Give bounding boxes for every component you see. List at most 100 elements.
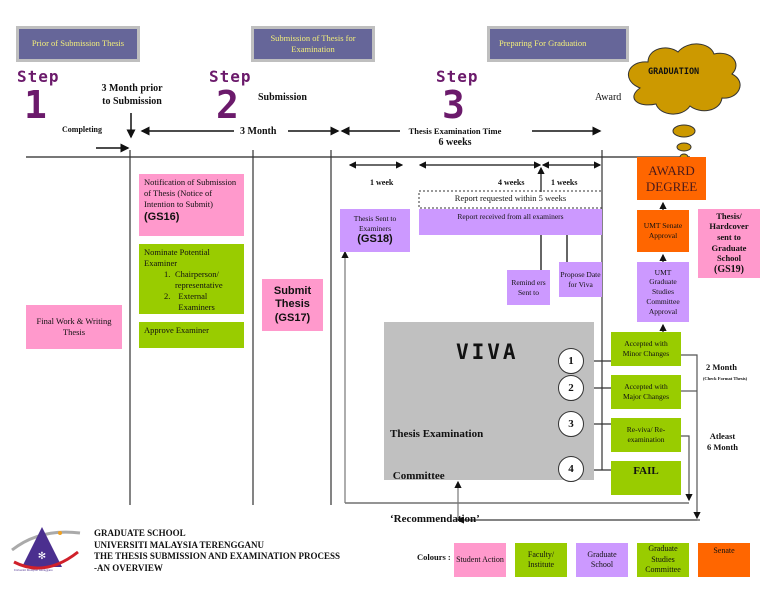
form-code-gs16: (GS16) (144, 211, 180, 224)
phase-label: Prior of Submission Thesis (31, 38, 125, 49)
propose-date-text: Propose Date for Viva (560, 269, 601, 289)
final-work-text: Final Work & Writing Thesis (36, 315, 112, 337)
outcome-label: Accepted with Major Changes (622, 382, 670, 401)
footer-line2: UNIVERSITI MALAYSIA TERENGGANU (94, 539, 265, 550)
viva-title: VIVA (456, 340, 519, 364)
atleast-label: Atleast 6 Month (707, 431, 738, 452)
outcome-re-viva: Re-viva/ Re-examination (611, 418, 681, 452)
one-weeks-label: 1 weeks (551, 178, 578, 187)
legend-student-action: Student Action (454, 543, 506, 577)
step-1-number: 1 (24, 83, 47, 127)
outcome-label: Accepted with Minor Changes (622, 339, 670, 358)
award-degree-line2: DEGREE (645, 178, 698, 194)
form-code-gs19: (GS19) (714, 263, 744, 275)
report-received-box: Report received from all examiners (419, 209, 602, 235)
step-3-label: Step (436, 67, 479, 86)
nominate-item-text: Chairperson/ representative (174, 269, 223, 291)
phase-prior-submission: Prior of Submission Thesis (16, 26, 140, 62)
outcome-minor-changes: Accepted with Minor Changes (611, 332, 681, 366)
reminders-box: Remind ers Sent to (507, 270, 550, 305)
legend-label: Graduate School (587, 549, 617, 569)
footer-line3: THE THESIS SUBMISSION AND EXAMINATION PR… (94, 551, 340, 562)
logo-caption: Universiti Malaysia Terengganu (14, 568, 53, 572)
outcome-major-changes: Accepted with Major Changes (611, 375, 681, 409)
phase-preparing-graduation: Preparing For Graduation (487, 26, 629, 62)
four-weeks-label: 4 weeks (498, 178, 525, 187)
outcome-label: FAIL (633, 465, 659, 477)
viva-subtitle-line1: Thesis Examination (390, 427, 484, 440)
legend-gsc: Graduate Studies Committee (637, 543, 689, 577)
one-week-label: 1 week (370, 178, 394, 187)
senate-approval-text: UMT Senate Approval (643, 221, 683, 240)
reminders-text: Remind ers Sent to (511, 277, 546, 297)
exam-time-line1: Thesis Examination Time (408, 126, 502, 136)
step-2-label: Step (209, 67, 252, 86)
umt-logo: ✻ (11, 527, 81, 570)
report-received-text: Report received from all examiners (457, 212, 564, 221)
footer-line4: -AN OVERVIEW (94, 563, 163, 574)
form-code-gs18: (GS18) (357, 233, 393, 245)
legend-senate: Senate (698, 543, 750, 577)
footer-title: GRADUATE SCHOOL UNIVERSITI MALAYSIA TERE… (94, 528, 340, 575)
step-1-label: Step (17, 67, 60, 86)
prior-label-line1: 3 Month prior (101, 83, 163, 94)
thesis-sent-box: Thesis Sent to Examiners (GS18) (340, 209, 410, 252)
prior-label: 3 Month prior to Submission (92, 83, 172, 108)
approve-examiner-text: Approve Examiner (144, 325, 209, 335)
legend-label: Student Action (456, 554, 504, 564)
phase-submission-exam: Submission of Thesis for Examination (251, 26, 375, 62)
graduation-cloud (627, 43, 741, 161)
legend-title: Colours : (417, 552, 451, 562)
notification-text: Notification of Submission of Thesis (No… (144, 177, 237, 210)
viva-subtitle-line2: Committee (390, 470, 445, 483)
legend-label: Faculty/ Institute (527, 549, 555, 569)
submit-thesis-line2: Thesis (275, 298, 310, 311)
gsc-approval-text: UMT Graduate Studies Committee Approval (646, 267, 680, 316)
phase-label: Submission of Thesis for Examination (270, 32, 356, 54)
svg-text:✻: ✻ (38, 551, 46, 562)
three-month-label: 3 Month (240, 126, 277, 137)
step-2-number: 2 (216, 83, 239, 127)
outcome-number-3: 3 (558, 411, 584, 437)
nominate-examiner-box: Nominate Potential Examiner 1.Chairperso… (139, 244, 244, 314)
viva-box: VIVA Thesis Examination Committee ‘Recom… (384, 322, 594, 525)
final-work-box: Final Work & Writing Thesis (26, 305, 122, 349)
nominate-title: Nominate Potential Examiner (144, 247, 210, 269)
thesis-sent-text: Thesis Sent to Examiners (353, 214, 397, 233)
outcome-number-4: 4 (558, 456, 584, 482)
gsc-approval-box: UMT Graduate Studies Committee Approval (637, 262, 689, 322)
viva-subtitle: Thesis Examination Committee ‘Recommenda… (390, 398, 483, 555)
hardcover-box: Thesis/ Hardcover sent to Graduate Schoo… (698, 209, 760, 278)
approve-examiner-box: Approve Examiner (139, 322, 244, 348)
nominate-item-1: 1.Chairperson/ representative (144, 269, 239, 291)
exam-time-line2: 6 weeks (438, 136, 472, 148)
report-requested-text: Report requested within 5 weeks (454, 193, 567, 203)
completing-label: Completing (62, 125, 102, 134)
atleast-line2: 6 Month (707, 441, 738, 452)
propose-date-box: Propose Date for Viva (559, 262, 602, 297)
atleast-line1: Atleast (709, 431, 736, 441)
senate-approval-box: UMT Senate Approval (637, 210, 689, 252)
footer-line1: GRADUATE SCHOOL (94, 528, 186, 538)
award-label: Award (595, 92, 622, 103)
award-degree-line1: AWARD (648, 162, 695, 178)
outcome-number-2: 2 (558, 375, 584, 401)
form-code-gs17: (GS17) (274, 311, 311, 324)
award-degree-box: AWARD DEGREE (637, 157, 706, 200)
viva-subtitle-line3: ‘Recommendation’ (390, 513, 480, 526)
submission-label: Submission (258, 92, 307, 103)
legend-faculty: Faculty/ Institute (515, 543, 567, 577)
legend-label: Graduate Studies Committee (645, 544, 681, 575)
check-format-note: (Check Format Thesis) (702, 376, 748, 381)
outcome-number-1: 1 (558, 348, 584, 374)
outcome-fail: FAIL (611, 461, 681, 495)
graduation-text: GRADUATION (648, 67, 700, 77)
notification-box: Notification of Submission of Thesis (No… (139, 174, 244, 236)
outcome-label: Re-viva/ Re-examination (626, 425, 666, 444)
prior-label-line2: to Submission (102, 95, 162, 107)
nominate-item-text: External Examiners (178, 291, 215, 313)
submit-thesis-box: Submit Thesis (GS17) (262, 279, 323, 331)
nominate-item-2: 2.External Examiners (144, 291, 239, 313)
two-month-label: 2 Month (706, 362, 737, 372)
